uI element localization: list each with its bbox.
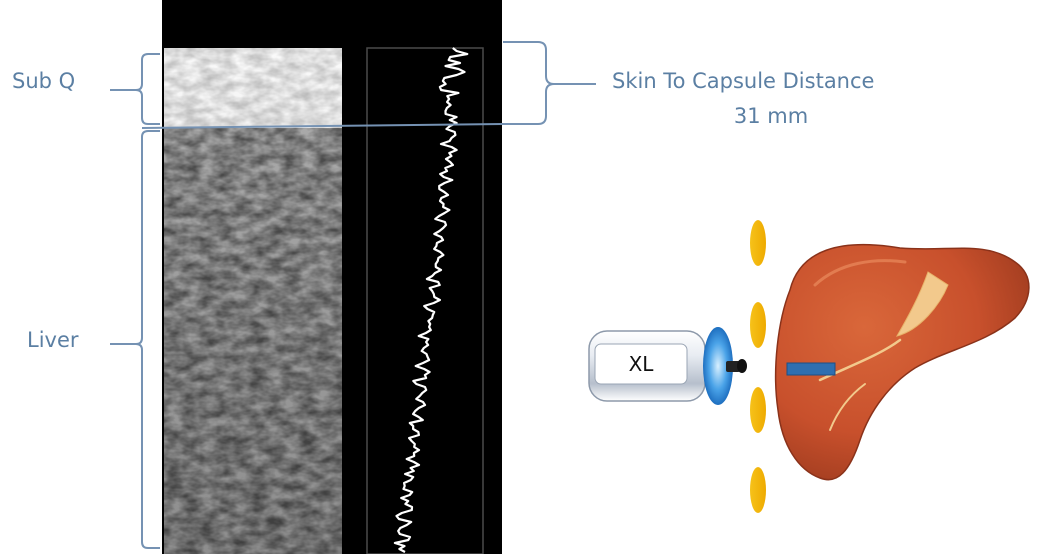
ultrasound-image (162, 0, 502, 554)
probe-tip-shaft (726, 361, 740, 372)
skin-marker (750, 387, 766, 433)
skin-marker (750, 220, 766, 266)
skin-marker (750, 467, 766, 513)
fibroscan-probe: XL (588, 327, 747, 405)
a-line-trace (393, 47, 469, 553)
subq-bright-overlay (164, 48, 342, 128)
liver-vessel-line (829, 383, 866, 431)
liver-target-marker (786, 362, 836, 376)
skin-marker (750, 302, 766, 348)
skin-markers (750, 220, 766, 513)
liver-vessel-line (818, 338, 902, 382)
label-liver: Liver (27, 328, 79, 352)
liver-highlight (813, 259, 907, 287)
probe-tip-end (737, 359, 747, 373)
a-line-panel (366, 47, 484, 554)
skin-to-capsule-bracket (503, 41, 596, 125)
capsule-line (141, 123, 504, 129)
label-distance: 31 mm (734, 104, 808, 128)
probe-tip-glow (703, 327, 733, 405)
label-skin-to-capsule: Skin To Capsule Distance (612, 69, 874, 93)
probe-label: XL (629, 352, 655, 376)
label-sub-q: Sub Q (12, 69, 75, 93)
tissue-speckle-texture (164, 48, 342, 554)
liver-ligament (895, 271, 949, 337)
probe-label-panel (594, 343, 688, 385)
liver-shape (774, 243, 1030, 481)
liver-bracket (110, 130, 160, 549)
liver-illustration (774, 243, 1030, 481)
subq-bracket (110, 53, 160, 125)
